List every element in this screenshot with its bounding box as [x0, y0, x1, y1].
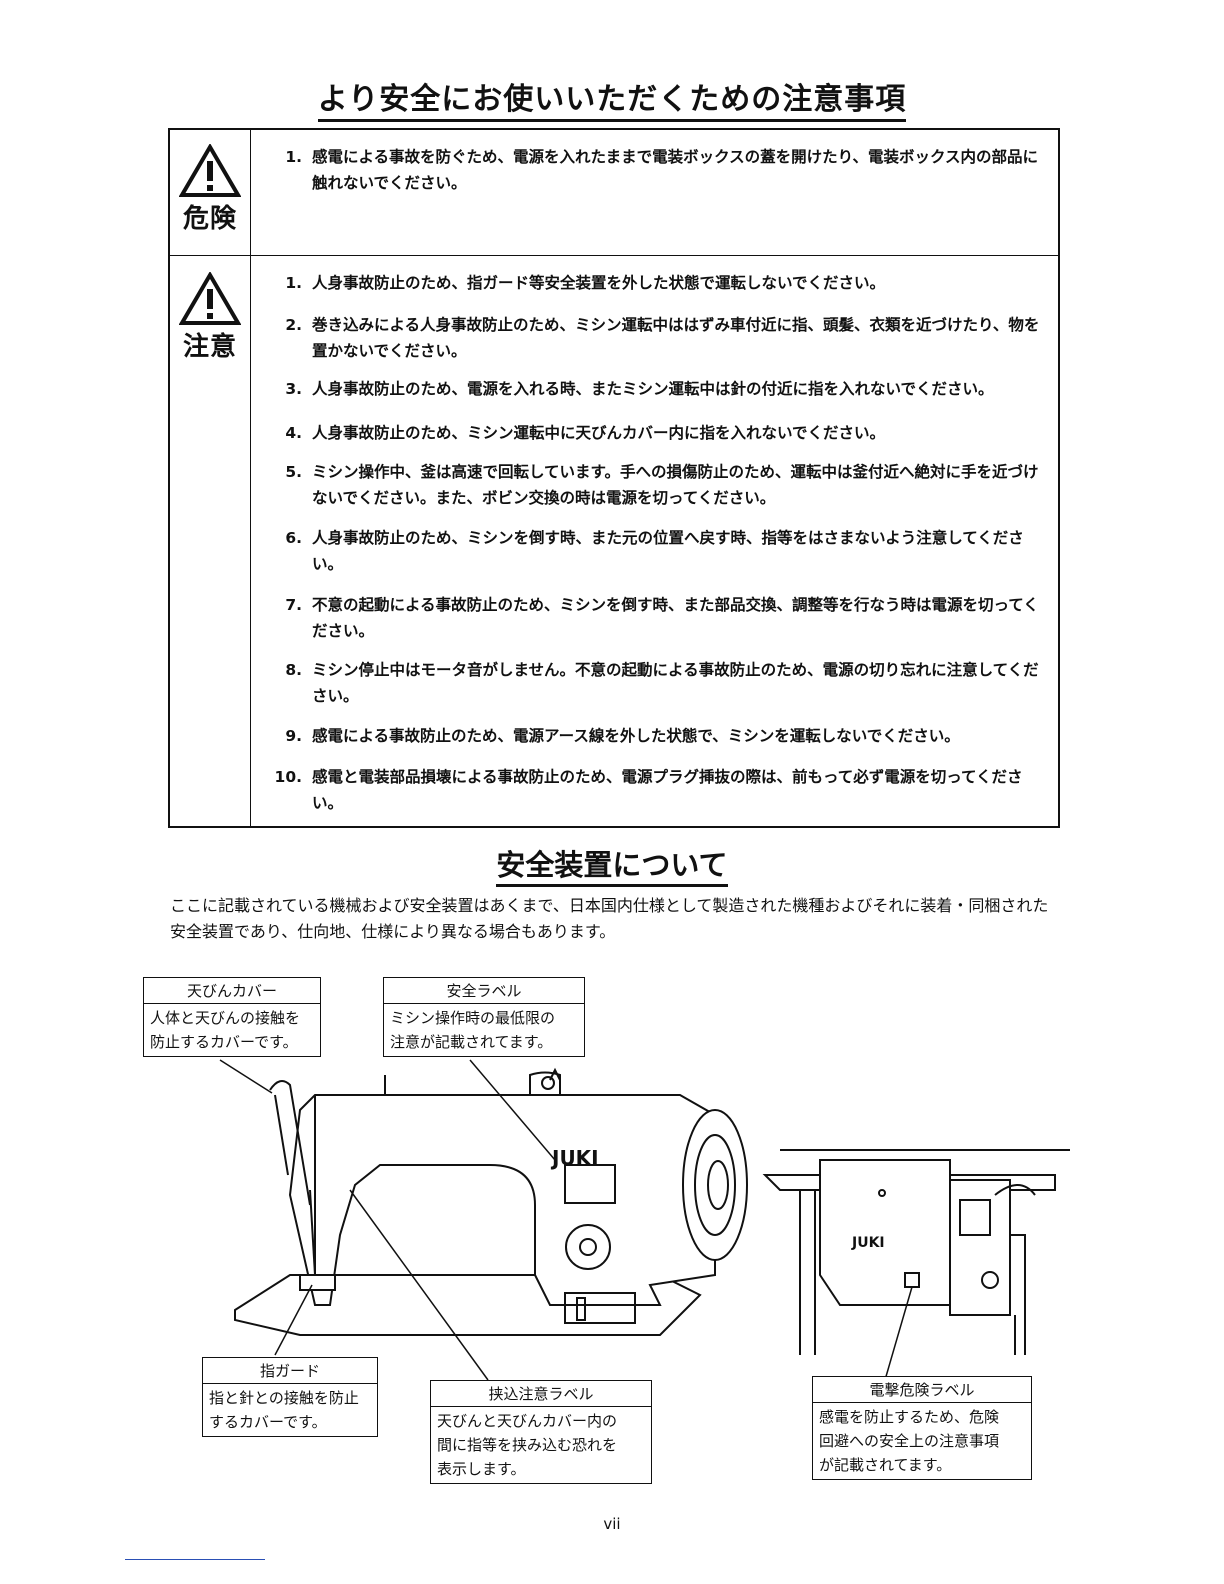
caution-item: 7.不意の起動による事故防止のため、ミシンを倒す時、また部品交換、調整等を行なう… [285, 596, 1039, 640]
page-number: vii [603, 1515, 621, 1533]
warning-table: 危険 注意 1.感電による事故を防ぐため、電源を入れたままで電装ボックスの蓋を開… [168, 128, 1060, 828]
caution-item: 5.ミシン操作中、釜は高速で回転しています。手への損傷防止のため、運転中は釜付近… [285, 463, 1039, 507]
danger-label: 危険 [182, 204, 237, 234]
caution-item: 4.人身事故防止のため、ミシン運転中に天びんカバー内に指を入れないでください。 [285, 424, 886, 442]
caution-item: 2.巻き込みによる人身事故防止のため、ミシン運転中ははずみ車付近に指、頭髪、衣類… [285, 316, 1040, 360]
warning-triangle-icon [179, 272, 241, 325]
warning-triangle-icon [179, 144, 241, 197]
danger-warning: 危険 [170, 144, 250, 235]
caution-warning: 注意 [170, 272, 250, 363]
caution-item: 10.感電と電装部品損壊による事故防止のため、電源プラグ挿抜の際は、前もって必ず… [274, 768, 1023, 812]
callout-shock-label: 電撃危険ラベル 感電を防止するため、危険 回避への安全上の注意事項 が記載されて… [812, 1376, 1032, 1480]
callout-finger-guard: 指ガード 指と針との接触を防止 するカバーです。 [202, 1357, 378, 1437]
caution-item: 9.感電による事故防止のため、電源アース線を外した状態で、ミシンを運転しないでく… [285, 727, 960, 745]
caution-item: 6.人身事故防止のため、ミシンを倒す時、また元の位置へ戻す時、指等をはさまないよ… [285, 529, 1024, 573]
sewing-machine-illustration: JUKI JUKI [219, 1059, 1070, 1381]
callout-safety-label: 安全ラベル ミシン操作時の最低限の 注意が記載されてます。 [383, 977, 585, 1057]
callout-tenbin-cover: 天びんカバー 人体と天びんの接触を 防止するカバーです。 [143, 977, 321, 1057]
control-box-logo: JUKI [851, 1235, 885, 1251]
callout-pinch-label: 挟込注意ラベル 天びんと天びんカバー内の 間に指等を挟み込む恐れを 表示します。 [430, 1380, 652, 1484]
section-title: 安全装置について [0, 842, 1224, 887]
caution-item: 1.人身事故防止のため、指ガード等安全装置を外した状態で運転しないでください。 [285, 274, 886, 292]
danger-item: 1.感電による事故を防ぐため、電源を入れたままで電装ボックスの蓋を開けたり、電装… [285, 148, 1039, 192]
caution-label: 注意 [182, 332, 237, 362]
caution-item: 3.人身事故防止のため、電源を入れる時、またミシン運転中は針の付近に指を入れない… [285, 380, 994, 398]
caution-item: 8.ミシン停止中はモータ音がしません。不意の起動による事故防止のため、電源の切り… [285, 661, 1039, 705]
page-title: より安全にお使いいただくための注意事項 [0, 74, 1224, 122]
footer-rule [125, 1559, 265, 1560]
machine-logo: JUKI [550, 1146, 599, 1170]
intro-text: ここに記載されている機械および安全装置はあくまで、日本国内仕様として製造された機… [170, 896, 1049, 941]
